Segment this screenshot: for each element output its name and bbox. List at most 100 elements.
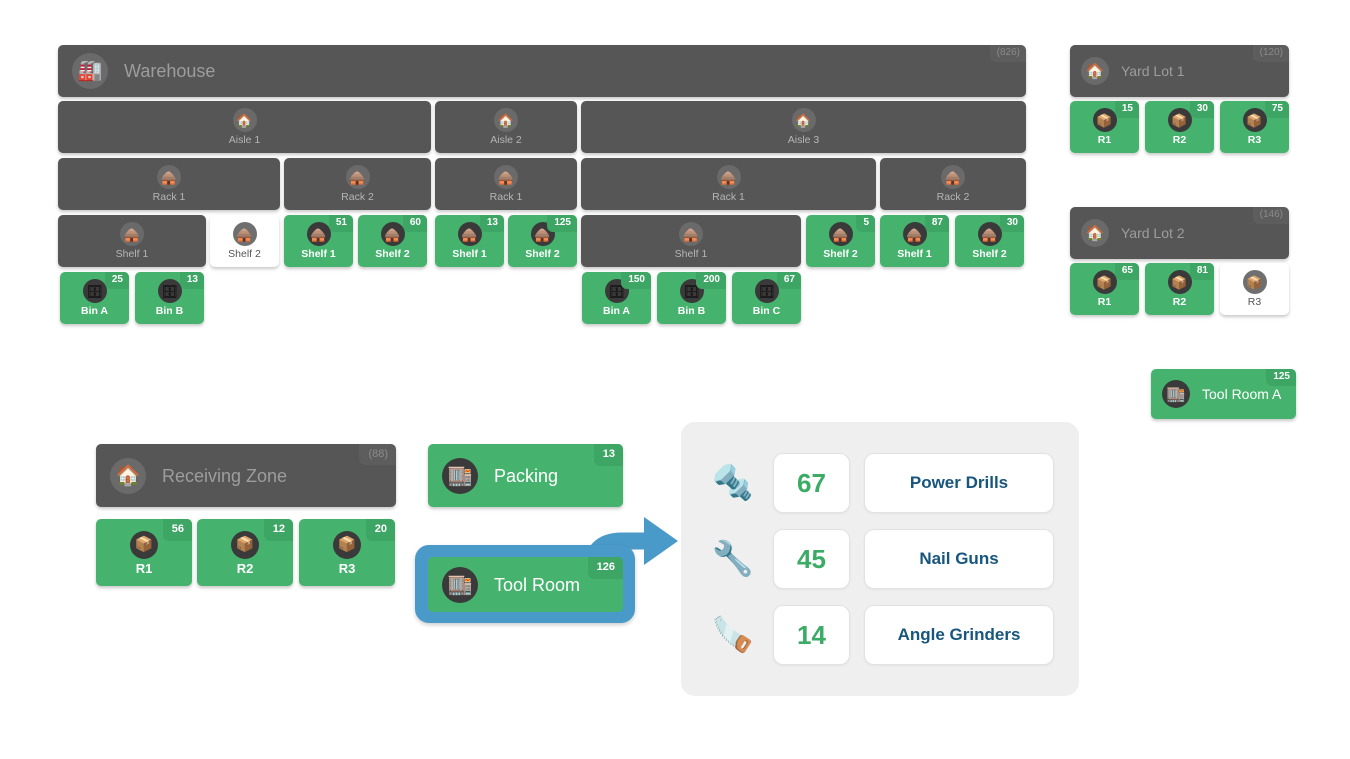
- shelf-10-badge: 30: [999, 215, 1024, 232]
- yard-lot-2-header-card[interactable]: 🏠 Yard Lot 2 (146): [1070, 207, 1289, 259]
- rack-card-2[interactable]: 🛖 Rack 2: [284, 158, 431, 210]
- yl1-r1-badge: 15: [1114, 101, 1139, 118]
- rack-card-5[interactable]: 🛖 Rack 2: [880, 158, 1026, 210]
- bin-a-mid-content: 🗄 Bin A: [582, 272, 651, 324]
- shelf-card-3[interactable]: 🛖 Shelf 1 51: [284, 215, 353, 267]
- rack-card-4[interactable]: 🛖 Rack 1: [581, 158, 876, 210]
- rack-2-label: Rack 2: [341, 191, 374, 204]
- shelf-card-6[interactable]: 🛖 Shelf 2 125: [508, 215, 577, 267]
- yard-lot-2-row-r3[interactable]: 📦 R3: [1220, 263, 1289, 315]
- house-icon: 🏠: [791, 108, 816, 133]
- package-icon: 📦: [231, 530, 259, 559]
- yl1-r3-badge: 75: [1264, 101, 1289, 118]
- toolroom-icon: 🏬: [442, 457, 478, 494]
- shelf-3-label: Shelf 1: [301, 248, 336, 261]
- bin-icon: 🗄: [604, 279, 629, 304]
- shelf-card-2[interactable]: 🛖 Shelf 2: [210, 215, 279, 267]
- tool-room-a-content: 🏬 Tool Room A: [1151, 369, 1296, 419]
- shelf-icon: 🛖: [380, 222, 405, 247]
- yard-lot-2-row-r2[interactable]: 📦 R2 81: [1145, 263, 1214, 315]
- warehouse-header-card[interactable]: 🏭 Warehouse (826): [58, 45, 1026, 97]
- receiving-zone-header-card[interactable]: 🏠 Receiving Zone (88): [96, 444, 396, 507]
- nail-gun-icon: 🔧: [711, 540, 755, 578]
- bin-b-left-label: Bin B: [155, 305, 184, 318]
- rack-3-content: 🛖 Rack 1: [435, 158, 577, 210]
- aisle-card-1[interactable]: 🏠 Aisle 1: [58, 101, 431, 153]
- shelf-card-1[interactable]: 🛖 Shelf 1: [58, 215, 206, 267]
- aisle-card-2[interactable]: 🏠 Aisle 2: [435, 101, 577, 153]
- warehouse-header-content: 🏭 Warehouse: [58, 45, 1026, 97]
- rack-icon: 🛖: [157, 165, 181, 190]
- rack-5-content: 🛖 Rack 2: [880, 158, 1026, 210]
- shelf-7-label: Shelf 1: [674, 248, 708, 261]
- bin-a-mid-label: Bin A: [602, 305, 631, 318]
- yard-lot-2-header-content: 🏠 Yard Lot 2: [1070, 207, 1289, 259]
- shelf-5-badge: 13: [479, 215, 504, 232]
- shelf-6-badge: 125: [547, 215, 577, 232]
- shelf-card-8[interactable]: 🛖 Shelf 2 5: [806, 215, 875, 267]
- yard-lot-2-label: Yard Lot 2: [1121, 225, 1185, 241]
- rack-2-content: 🛖 Rack 2: [284, 158, 431, 210]
- receiving-zone-row-r2[interactable]: 📦 R2 12: [197, 519, 293, 586]
- yard-lot-1-row-r3[interactable]: 📦 R3 75: [1220, 101, 1289, 153]
- shelf-card-10[interactable]: 🛖 Shelf 2 30: [955, 215, 1024, 267]
- package-icon: 📦: [1242, 108, 1267, 133]
- rz-r3-content: 📦 R3: [299, 519, 395, 586]
- package-icon: 📦: [1092, 270, 1117, 295]
- tool-room-a-card[interactable]: 🏬 Tool Room A 125: [1151, 369, 1296, 419]
- bin-card-c-mid[interactable]: 🗄 Bin C 67: [732, 272, 801, 324]
- nail-guns-name: Nail Guns: [864, 529, 1054, 589]
- bin-card-b-left[interactable]: 🗄 Bin B 13: [135, 272, 204, 324]
- shelf-card-9[interactable]: 🛖 Shelf 1 87: [880, 215, 949, 267]
- shelf-card-7[interactable]: 🛖 Shelf 1: [581, 215, 801, 267]
- shelf-1-content: 🛖 Shelf 1: [58, 215, 206, 267]
- detail-row-nail-guns[interactable]: 🔧 45 Nail Guns: [705, 529, 1054, 589]
- bin-card-a-left[interactable]: 🗄 Bin A 25: [60, 272, 129, 324]
- tool-room-badge: 126: [587, 557, 623, 579]
- bin-c-mid-badge: 67: [776, 272, 801, 289]
- shelf-4-content: 🛖 Shelf 2: [358, 215, 427, 267]
- rack-icon: 🛖: [345, 165, 370, 190]
- shelf-card-5[interactable]: 🛖 Shelf 1 13: [435, 215, 504, 267]
- aisle-2-label: Aisle 2: [490, 134, 522, 147]
- shelf-icon: 🛖: [977, 222, 1002, 247]
- shelf-card-4[interactable]: 🛖 Shelf 2 60: [358, 215, 427, 267]
- package-icon: 📦: [333, 530, 361, 559]
- toolroom-icon: 🏬: [442, 566, 478, 603]
- shelf-6-label: Shelf 2: [525, 248, 560, 261]
- house-icon: 🏠: [1081, 57, 1109, 85]
- aisle-2-content: 🏠 Aisle 2: [435, 101, 577, 153]
- bin-c-mid-content: 🗄 Bin C: [732, 272, 801, 324]
- yl2-r2-label: R2: [1172, 296, 1187, 309]
- yard-lot-2-row-r1[interactable]: 📦 R1 65: [1070, 263, 1139, 315]
- receiving-zone-label: Receiving Zone: [162, 465, 288, 486]
- detail-row-power-drills[interactable]: 🔩 67 Power Drills: [705, 453, 1054, 513]
- shelf-4-badge: 60: [402, 215, 427, 232]
- rack-card-1[interactable]: 🛖 Rack 1: [58, 158, 280, 210]
- shelf-1-label: Shelf 1: [115, 248, 149, 261]
- yard-lot-1-row-r2[interactable]: 📦 R2 30: [1145, 101, 1214, 153]
- packing-badge: 13: [593, 444, 623, 466]
- shelf-9-badge: 87: [924, 215, 949, 232]
- yard-lot-1-row-r1[interactable]: 📦 R1 15: [1070, 101, 1139, 153]
- shelf-6-content: 🛖 Shelf 2: [508, 215, 577, 267]
- bin-card-b-mid[interactable]: 🗄 Bin B 200: [657, 272, 726, 324]
- bin-b-left-badge: 13: [179, 272, 204, 289]
- yard-lot-1-header-card[interactable]: 🏠 Yard Lot 1 (120): [1070, 45, 1289, 97]
- power-drills-count: 67: [773, 453, 850, 513]
- packing-card[interactable]: 🏬 Packing 13: [428, 444, 623, 507]
- rack-4-label: Rack 1: [712, 191, 745, 204]
- package-icon: 📦: [1242, 270, 1267, 295]
- rack-icon: 🛖: [494, 165, 518, 190]
- detail-row-angle-grinders[interactable]: 🪚 14 Angle Grinders: [705, 605, 1054, 665]
- rack-card-3[interactable]: 🛖 Rack 1: [435, 158, 577, 210]
- shelf-2-label: Shelf 2: [228, 248, 261, 261]
- receiving-zone-row-r3[interactable]: 📦 R3 20: [299, 519, 395, 586]
- bin-card-a-mid[interactable]: 🗄 Bin A 150: [582, 272, 651, 324]
- packing-label: Packing: [494, 465, 559, 486]
- receiving-zone-row-r1[interactable]: 📦 R1 56: [96, 519, 192, 586]
- aisle-card-3[interactable]: 🏠 Aisle 3: [581, 101, 1026, 153]
- tool-room-label: Tool Room: [494, 574, 581, 595]
- tool-room-card[interactable]: 🏬 Tool Room 126: [428, 557, 623, 612]
